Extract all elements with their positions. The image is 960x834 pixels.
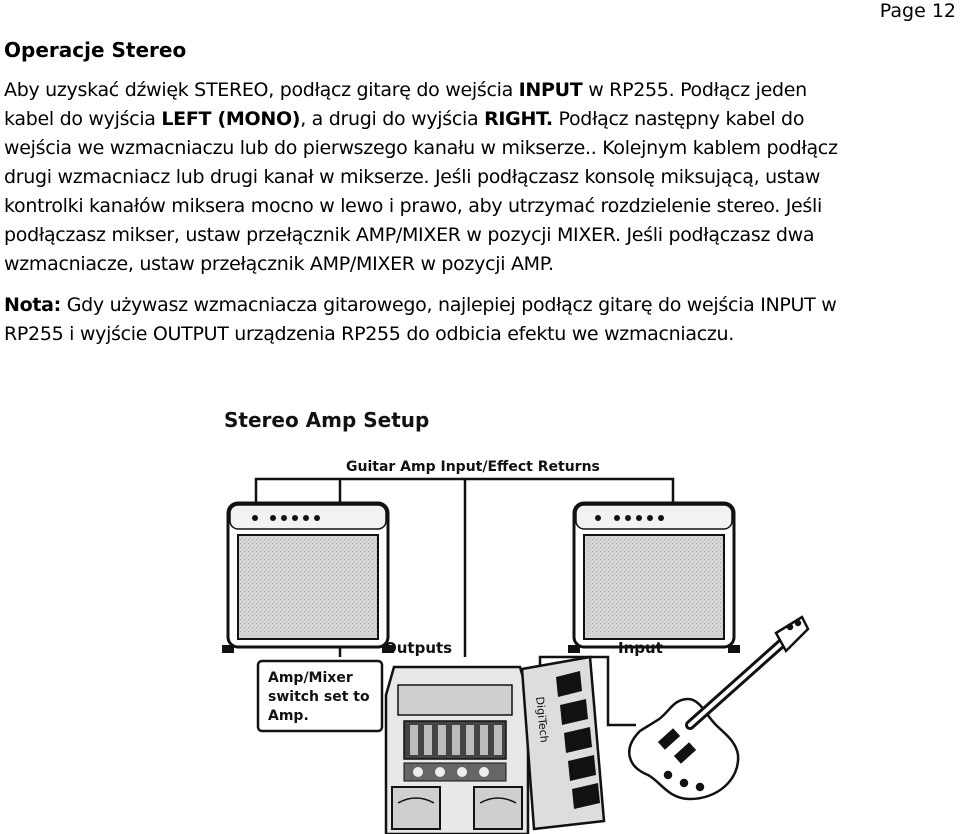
paragraph-line: RP255 i wyjście OUTPUT urządzenia RP255 … — [4, 323, 735, 345]
instructions-paragraph: Aby uzyskać dźwięk STEREO, podłącz gitar… — [4, 76, 956, 279]
guitar — [628, 615, 810, 801]
input-keyword: INPUT — [518, 79, 583, 101]
note-line: Amp. — [268, 708, 309, 724]
note-paragraph: Nota: Gdy używasz wzmacniacza gitarowego… — [4, 291, 956, 349]
pedal-brand: DigiTech — [533, 696, 551, 743]
right-amplifier — [568, 501, 740, 653]
input-cable — [538, 655, 636, 727]
paragraph-line: wzmacniacze, ustaw przełącznik AMP/MIXER… — [4, 253, 554, 275]
paragraph-line: podłączasz mikser, ustaw przełącznik AMP… — [4, 224, 815, 246]
amp-mixer-note: Amp/Mixer switch set to Amp. — [256, 659, 384, 733]
page-number: Page 12 — [879, 0, 956, 22]
paragraph-line: kontrolki kanałów miksera mocno w lewo i… — [4, 195, 822, 217]
returns-label: Guitar Amp Input/Effect Returns — [346, 459, 600, 475]
note-label: Nota: — [4, 294, 61, 316]
paragraph-line: kabel do wyjścia LEFT (MONO), a drugi do… — [4, 108, 805, 130]
rp255-pedal — [384, 665, 530, 834]
outputs-label: Outputs — [384, 639, 452, 657]
paragraph-line: Nota: Gdy używasz wzmacniacza gitarowego… — [4, 294, 837, 316]
paragraph-line: wejścia we wzmacniaczu lub do pierwszego… — [4, 137, 838, 159]
paragraph-line: drugi wzmacniacz lub drugi kanał w mikse… — [4, 166, 821, 188]
right-keyword: RIGHT. — [484, 108, 553, 130]
note-line: Amp/Mixer — [268, 670, 353, 686]
diagram-title: Stereo Amp Setup — [224, 408, 429, 432]
expression-pedal: DigiTech — [520, 655, 606, 831]
paragraph-line: Aby uzyskać dźwięk STEREO, podłącz gitar… — [4, 79, 807, 101]
input-label: Input — [618, 639, 663, 657]
left-amplifier — [222, 501, 394, 653]
stereo-amp-setup-diagram: Stereo Amp Setup Guitar Amp Input/Effect… — [222, 408, 810, 834]
note-line: switch set to — [268, 689, 370, 705]
left-mono-keyword: LEFT (MONO) — [161, 108, 301, 130]
section-heading: Operacje Stereo — [4, 38, 187, 62]
